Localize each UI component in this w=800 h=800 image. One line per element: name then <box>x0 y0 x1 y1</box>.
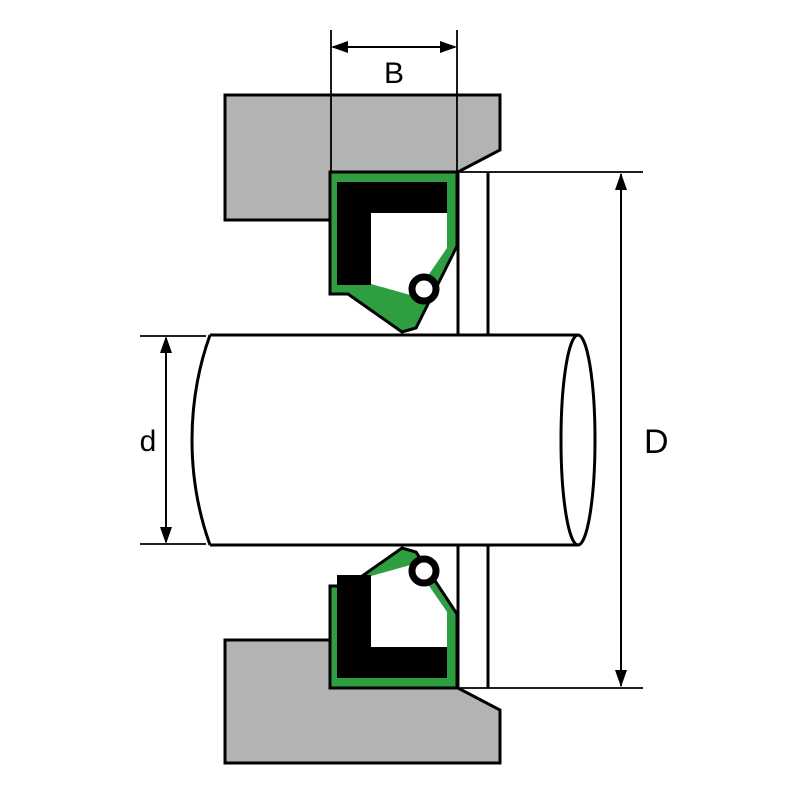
shaft-left-break-arc <box>190 334 212 546</box>
garter-spring-top <box>408 273 440 305</box>
dimension-outer-d-arrowhead-bottom <box>615 670 627 687</box>
dimension-outer-d-arrowhead-top <box>615 173 627 190</box>
dimension-d-arrowhead-bottom <box>160 527 172 544</box>
shaft <box>190 333 597 547</box>
shaft-body-fill <box>192 335 578 545</box>
dimension-outer-d: D <box>460 171 669 689</box>
dimension-b: B <box>330 30 458 172</box>
dimension-b-arrowhead-left <box>331 41 348 53</box>
dimension-d-arrowhead-top <box>160 336 172 353</box>
seal-bottom-rubber-core <box>337 575 447 678</box>
dimension-b-arrowhead-right <box>440 41 457 53</box>
dimension-outer-d-label: D <box>644 423 669 461</box>
dimension-d: d <box>140 335 206 545</box>
seal-top <box>328 170 459 334</box>
seal-top-rubber-core <box>337 182 447 285</box>
dimension-b-label: B <box>384 57 404 90</box>
shaft-end-face <box>559 333 597 547</box>
dimension-d-label: d <box>140 425 157 458</box>
garter-spring-bottom <box>408 555 440 587</box>
housing <box>223 93 502 765</box>
seal-bottom <box>328 546 459 690</box>
